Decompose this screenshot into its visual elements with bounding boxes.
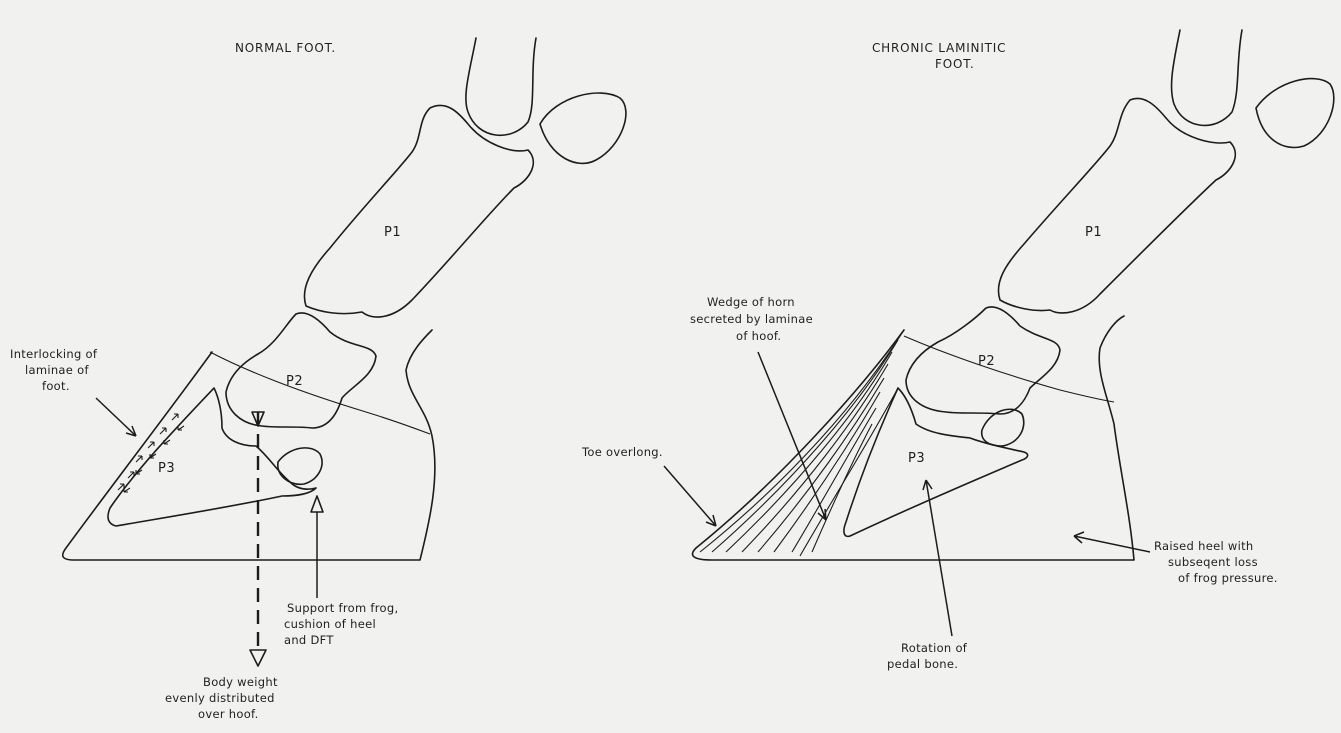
laminitic-p1-bone [998,98,1235,313]
normal-laminae-label-line1: Interlocking of [10,347,98,361]
laminitic-p1-label: P1 [1085,225,1102,240]
laminitic-navicular-bone [982,409,1024,446]
laminitic-rotation-label-line1: Rotation of [901,641,968,655]
normal-laminae-label-line3: foot. [42,379,70,393]
laminitic-foot-title-line2: FOOT. [935,57,975,71]
normal-support-label-line3: and DFT [284,633,334,647]
laminitic-toe-pointer [664,466,716,526]
laminitic-wedge-label-line3: of hoof. [736,329,781,343]
laminitic-heel-label-line3: of frog pressure. [1178,571,1278,585]
normal-p3-label: P3 [158,461,175,476]
normal-body-weight-arrowhead [250,650,266,666]
normal-foot-panel: NORMAL FOOT. P1 P2 P3 Interlocking [10,38,626,721]
normal-p2-label: P2 [286,374,303,389]
laminitic-horn-wedge [700,330,904,556]
normal-p3-bone [108,388,316,526]
laminitic-cannon-bone [1172,30,1242,125]
normal-navicular-bone [278,448,322,484]
laminitic-foot-title-line1: CHRONIC LAMINITIC [872,41,1006,55]
laminitic-wedge-label-line2: secreted by laminae [690,312,813,326]
laminitic-p3-label: P3 [908,451,925,466]
laminitic-rotation-pointer [923,480,952,636]
laminitic-toe-label: Toe overlong. [581,445,663,459]
normal-weight-label-line1: Body weight [203,675,278,689]
normal-cannon-bone [466,38,536,135]
laminitic-coronary-line [904,336,1114,402]
normal-laminae-arrows [118,414,184,492]
normal-support-label-line1: Support from frog, [287,601,398,615]
normal-foot-title: NORMAL FOOT. [235,41,336,55]
laminitic-heel-pointer [1074,532,1150,552]
normal-laminae-pointer [96,398,136,436]
laminitic-foot-panel: CHRONIC LAMINITIC FOOT. P1 P2 P3 [581,30,1334,671]
normal-p1-bone [304,105,533,317]
normal-support-label-line2: cushion of heel [284,617,376,631]
laminitic-heel-label-line2: subseqent loss [1168,555,1258,569]
normal-laminae-label-line2: laminae of [25,363,89,377]
normal-support-arrowhead [311,496,323,512]
laminitic-p2-label: P2 [978,354,995,369]
laminitic-rotation-label-line2: pedal bone. [887,657,958,671]
normal-weight-label-line2: evenly distributed [165,691,275,705]
normal-sesamoid [540,93,626,163]
laminitic-heel-label-line1: Raised heel with [1154,539,1254,553]
laminitic-sesamoid [1256,79,1334,148]
laminitic-wedge-label-line1: Wedge of horn [707,295,795,309]
normal-weight-label-line3: over hoof. [198,707,259,721]
normal-p1-label: P1 [384,225,401,240]
